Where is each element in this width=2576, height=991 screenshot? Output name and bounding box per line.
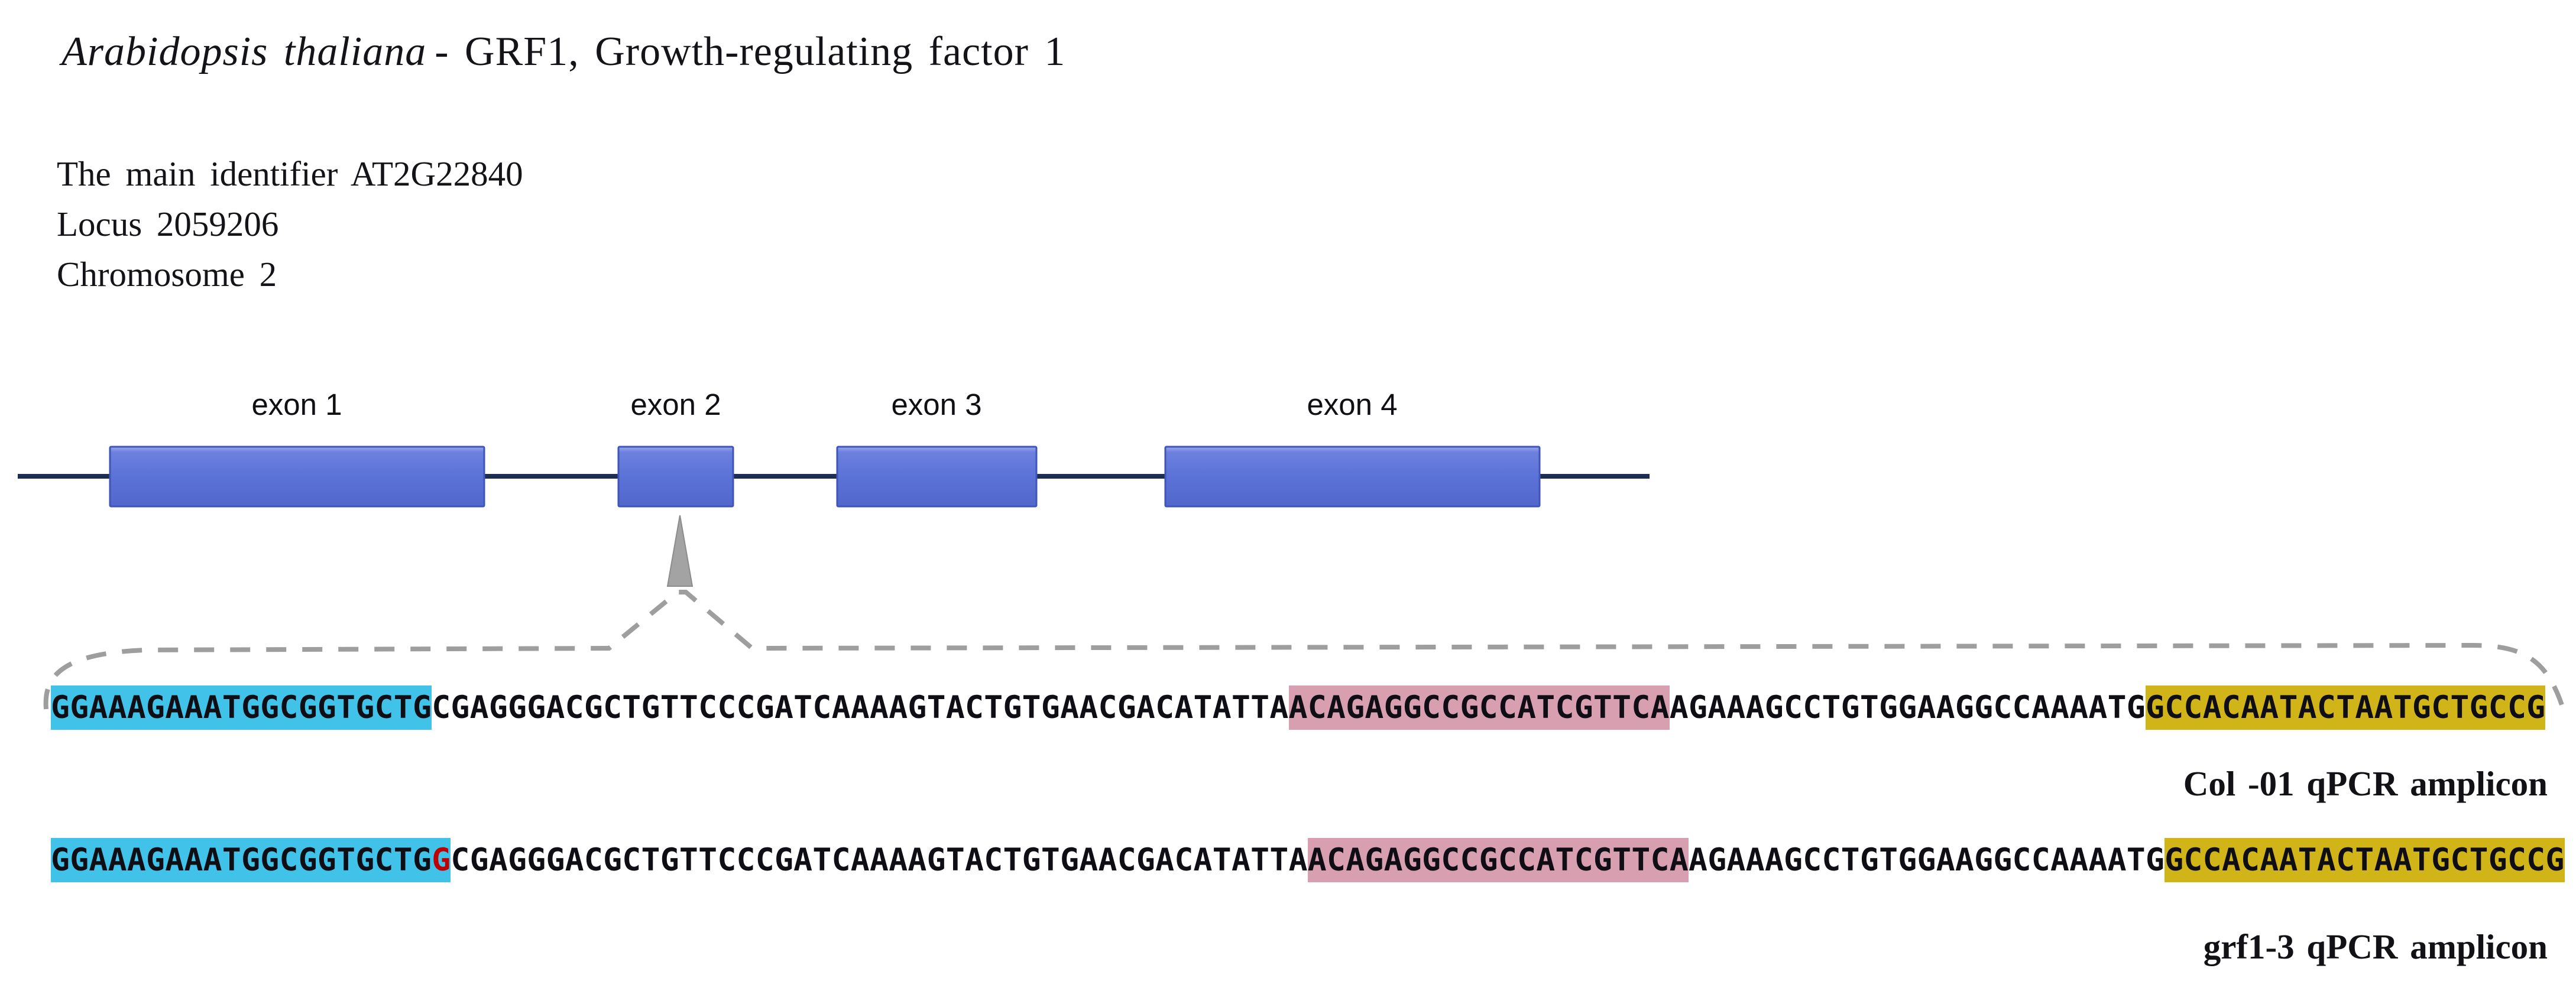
- exon-1-box: [109, 446, 485, 508]
- sequence-row: GGAAAGAAATGGCGGTGCTGCGAGGGACGCTGTTCCCGAT…: [51, 685, 2546, 730]
- exon-4-label: exon 4: [1307, 388, 1397, 421]
- sequence-row: GGAAAGAAATGGCGGTGCTGGCGAGGGACGCTGTTCCCGA…: [51, 838, 2565, 882]
- mutation-letter: G: [432, 838, 451, 882]
- sequence-segment-cyan: GGAAAGAAATGGCGGTGCTG: [51, 838, 432, 882]
- col01-amplicon-label: Col -01 qPCR amplicon: [2183, 764, 2548, 803]
- sequence-segment-none: CGAGGGACGCTGTTCCCGATCAAAAGTACTGTGAACGACA…: [451, 842, 1308, 878]
- exon-2-box: [617, 446, 734, 508]
- species-name: Arabidopsis thaliana: [61, 29, 427, 74]
- exon-3-box: [836, 446, 1038, 508]
- exon-2-label: exon 2: [630, 388, 721, 421]
- sequence-segment-none: CGAGGGACGCTGTTCCCGATCAAAAGTACTGTGAACGACA…: [432, 690, 1289, 726]
- title-rest: - GRF1, Growth-regulating factor 1: [435, 29, 1066, 74]
- sequence-segment-pink: ACAGAGGCCGCCATCGTTCA: [1288, 685, 1670, 730]
- exon-1-label: exon 1: [251, 388, 342, 421]
- gene-chromosome-line: Chromosome 2: [57, 255, 277, 294]
- exon2-pointer-arrow-icon: [666, 515, 694, 587]
- gene-info-block: The main identifier AT2G22840 Locus 2059…: [57, 149, 523, 300]
- sequence-brace-dashed-line: [43, 590, 2567, 713]
- gene-locus-line: Locus 2059206: [57, 204, 279, 243]
- grf1-3-amplicon-label: grf1-3 qPCR amplicon: [2203, 927, 2548, 966]
- exon-4-box: [1164, 446, 1541, 508]
- sequence-segment-yellow: GCCACAATACTAATGCTGCCG: [2165, 838, 2565, 882]
- figure-title: Arabidopsis thaliana- GRF1, Growth-regul…: [61, 28, 1065, 76]
- sequence-segment-none: AGAAAGCCTGTGGAAGGCCAAAATG: [1669, 690, 2146, 726]
- gene-identifier-line: The main identifier AT2G22840: [57, 154, 523, 193]
- sequence-segment-yellow: GCCACAATACTAATGCTGCCG: [2145, 685, 2546, 730]
- exon-3-label: exon 3: [891, 388, 981, 421]
- sequence-segment-cyan: GGAAAGAAATGGCGGTGCTG: [51, 685, 432, 730]
- sequence-segment-pink: ACAGAGGCCGCCATCGTTCA: [1307, 838, 1689, 882]
- sequence-segment-none: AGAAAGCCTGTGGAAGGCCAAAATG: [1688, 842, 2165, 878]
